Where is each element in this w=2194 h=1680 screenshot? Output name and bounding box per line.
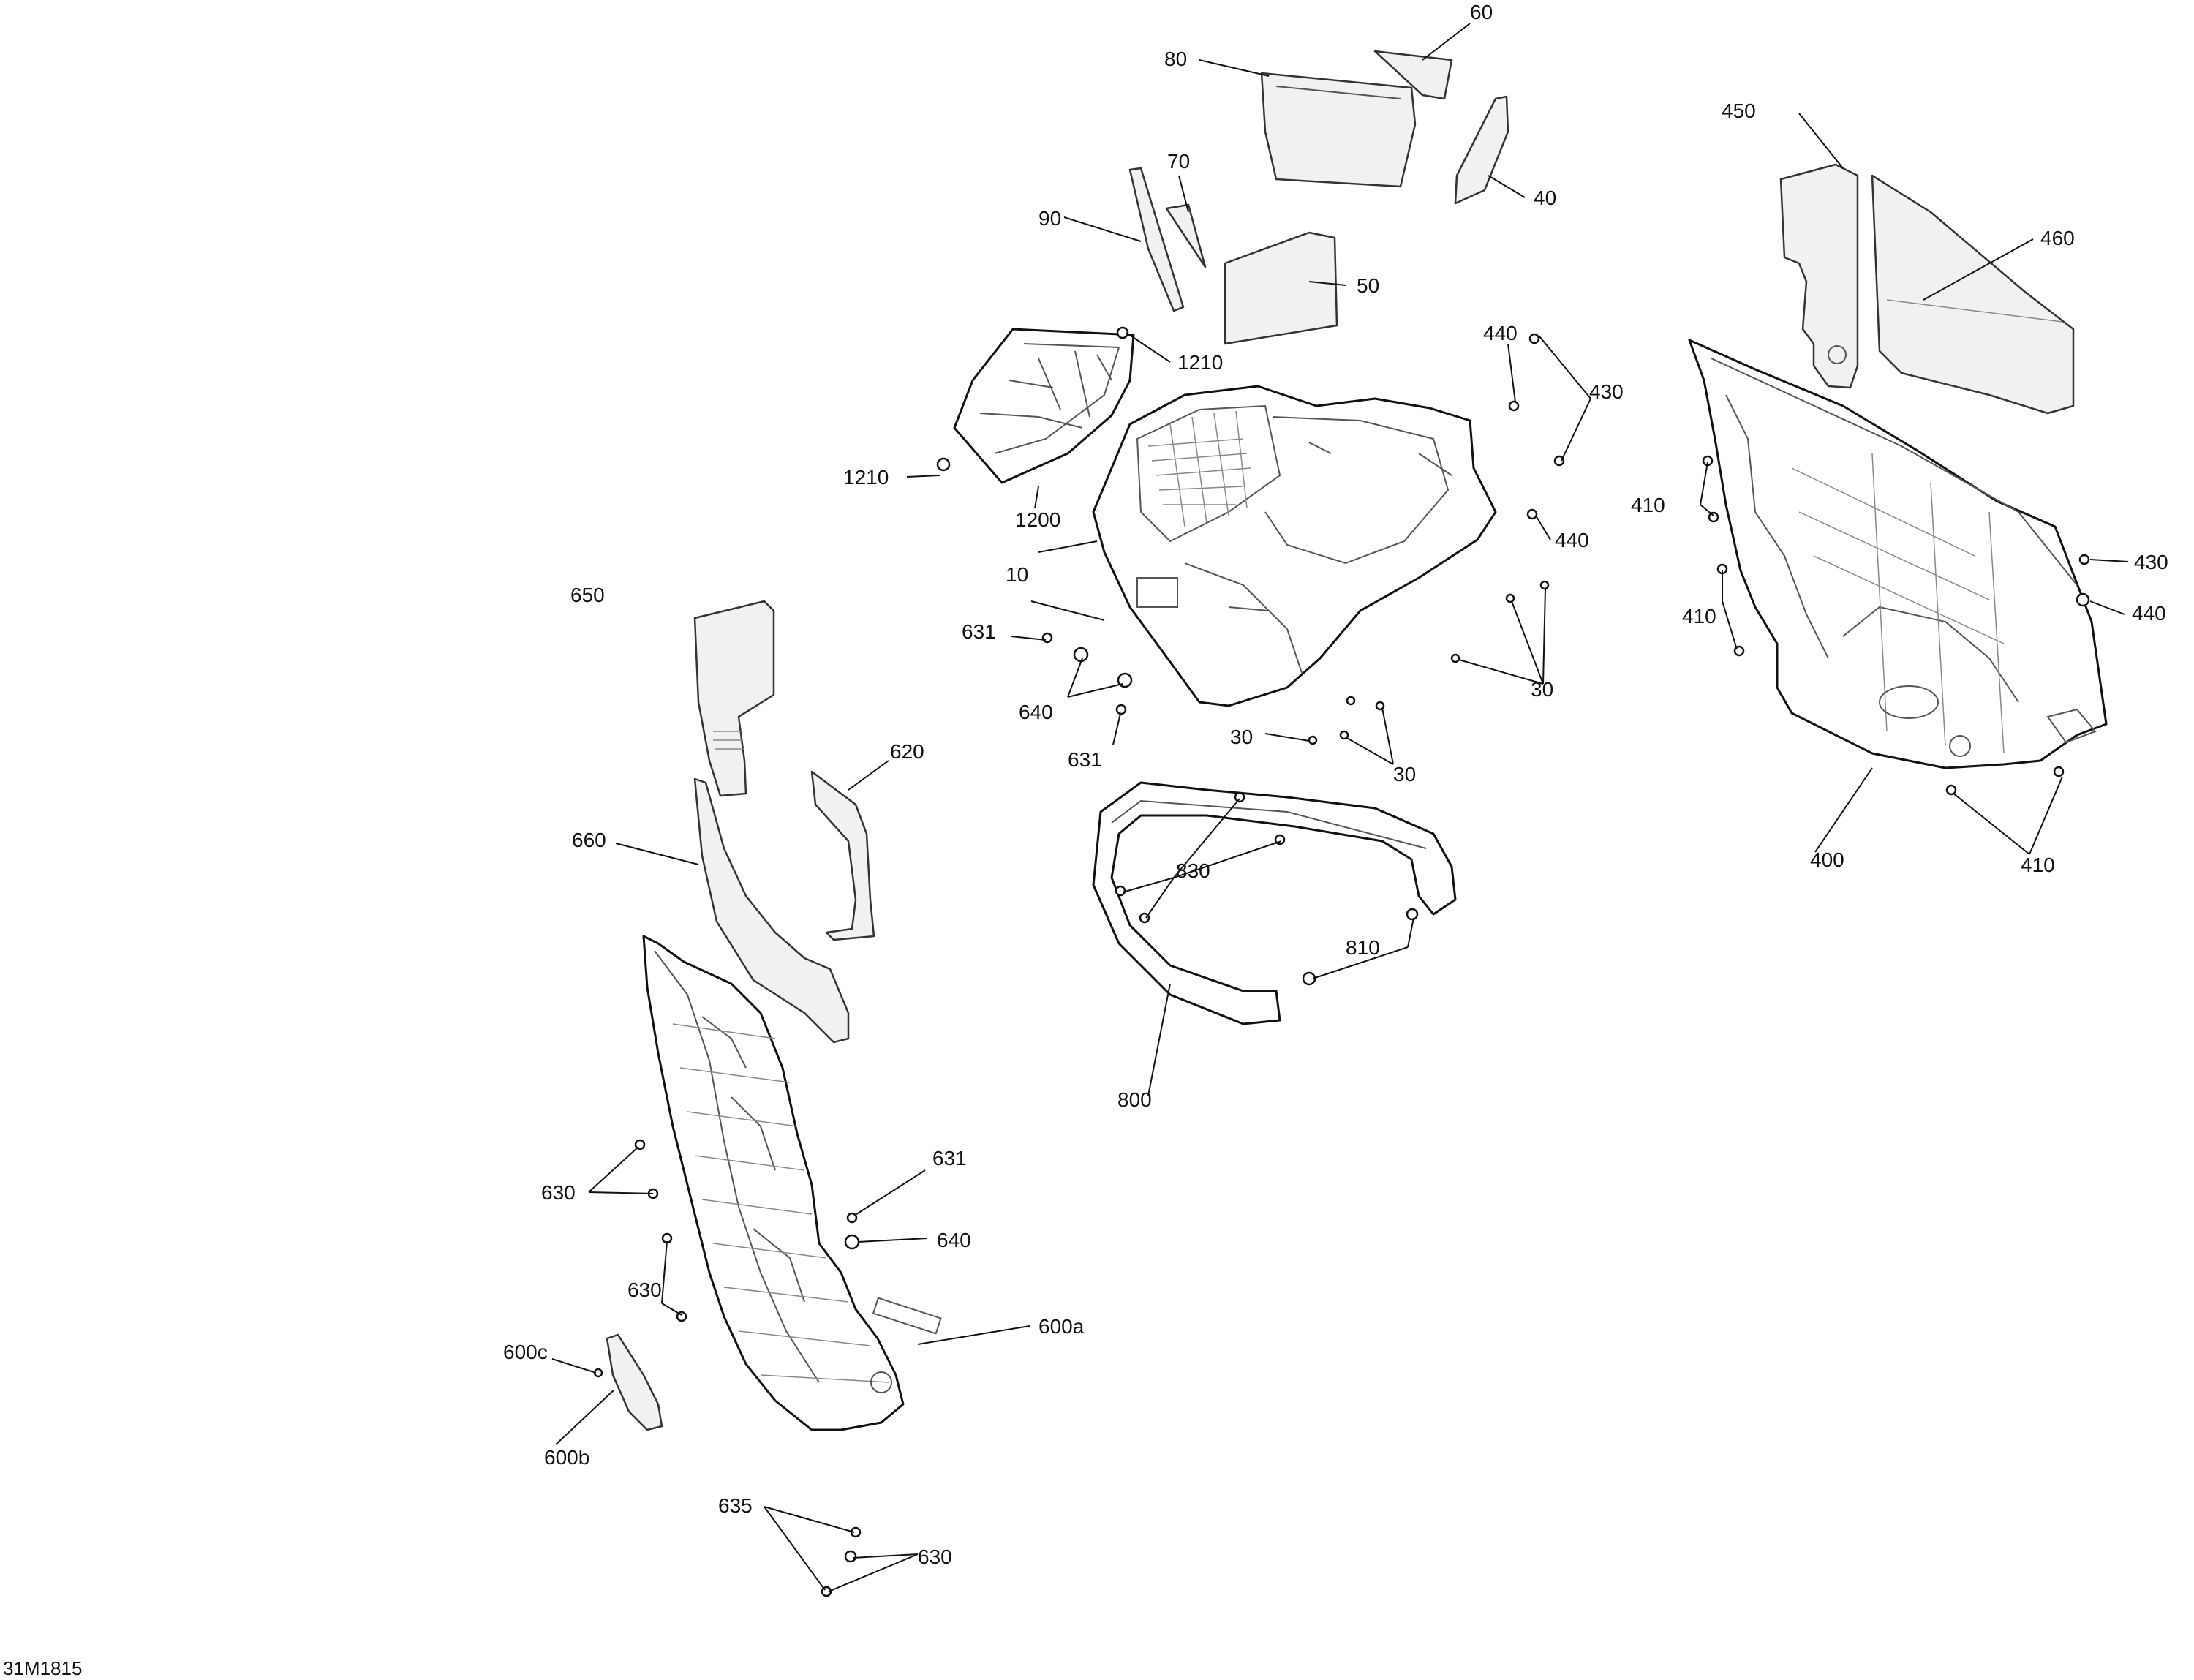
callout-460: 460 — [2040, 227, 2075, 249]
callout-660: 660 — [572, 829, 606, 851]
callout-635: 635 — [718, 1494, 753, 1517]
leader-lines — [551, 23, 2129, 1592]
callout-440-b: 440 — [1555, 529, 1589, 551]
callout-410-b: 410 — [1682, 605, 1716, 628]
callout-430-b: 430 — [2134, 551, 2168, 573]
callout-labels: 60 80 70 90 40 50 450 460 1210 1210 1200… — [3, 1, 2168, 1679]
callout-631-a: 631 — [962, 620, 996, 643]
part-600b — [606, 1333, 663, 1431]
fastener-1210-upper — [1116, 326, 1129, 339]
part-90 — [1128, 167, 1185, 312]
callout-440-c: 440 — [2132, 602, 2166, 625]
part-460 — [1871, 174, 2075, 415]
callout-450: 450 — [1722, 99, 1756, 122]
callout-600c: 600c — [503, 1341, 548, 1363]
callout-60: 60 — [1470, 1, 1493, 23]
part-620 — [810, 770, 875, 941]
callout-630-c: 630 — [918, 1545, 952, 1568]
callout-440-a: 440 — [1483, 322, 1518, 344]
part-400 — [1688, 339, 2108, 769]
callout-50: 50 — [1357, 274, 1379, 297]
document-reference: 31M1815 — [3, 1657, 82, 1679]
callout-810: 810 — [1346, 936, 1380, 959]
part-1200 — [953, 328, 1135, 484]
callout-600b: 600b — [544, 1446, 589, 1469]
callout-650: 650 — [570, 584, 605, 606]
callout-1210-upper: 1210 — [1177, 351, 1223, 374]
callout-400: 400 — [1810, 848, 1844, 871]
callout-800: 800 — [1117, 1088, 1152, 1111]
part-70 — [1165, 203, 1207, 268]
callout-80: 80 — [1164, 48, 1187, 70]
part-650 — [693, 600, 775, 797]
callout-631-b: 631 — [1068, 748, 1102, 771]
callout-1210-lower: 1210 — [843, 466, 889, 489]
callout-640-a: 640 — [1019, 701, 1053, 723]
callout-40: 40 — [1534, 187, 1556, 209]
callout-430-a: 430 — [1589, 380, 1624, 403]
callout-640-b: 640 — [937, 1229, 971, 1251]
fastener-1210-lower — [936, 457, 951, 472]
callout-30-b: 30 — [1230, 726, 1253, 748]
part-80 — [1260, 72, 1417, 188]
callout-30-c: 30 — [1393, 763, 1416, 786]
callout-830: 830 — [1176, 859, 1210, 882]
callout-410-c: 410 — [2021, 854, 2055, 876]
fasteners — [593, 326, 2090, 1597]
callout-10: 10 — [1006, 563, 1028, 586]
callout-631-c: 631 — [932, 1147, 967, 1169]
part-10 — [1092, 385, 1497, 707]
callout-630-a: 630 — [541, 1181, 576, 1204]
callout-410-a: 410 — [1631, 494, 1665, 516]
part-450 — [1779, 163, 1859, 389]
part-40 — [1454, 95, 1509, 205]
callout-30-a: 30 — [1531, 678, 1553, 701]
part-600a — [642, 935, 942, 1431]
part-660 — [693, 777, 850, 1044]
callout-630-b: 630 — [627, 1278, 662, 1301]
part-50 — [1224, 231, 1338, 345]
callout-1200: 1200 — [1015, 508, 1060, 531]
callout-70: 70 — [1167, 150, 1190, 173]
callout-90: 90 — [1038, 207, 1061, 230]
callout-600a: 600a — [1038, 1315, 1085, 1338]
part-800 — [1092, 781, 1457, 1025]
callout-620: 620 — [890, 740, 924, 763]
